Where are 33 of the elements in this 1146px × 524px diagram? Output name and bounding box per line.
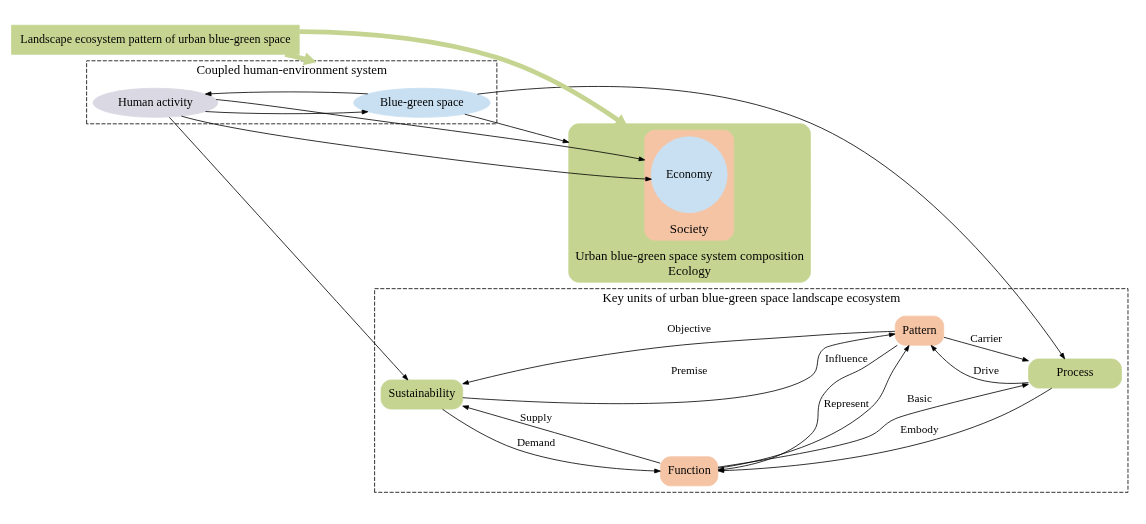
arrow xyxy=(943,336,1029,362)
arrow xyxy=(464,113,570,144)
node-box: Landscape ecosystem pattern of urban blue-green space xyxy=(11,24,300,55)
edge-label: Objective xyxy=(667,322,712,335)
arrow xyxy=(181,115,652,182)
arrow xyxy=(717,383,1029,468)
edge-label: Carrier xyxy=(970,332,1003,345)
node-circle: Economy xyxy=(650,136,728,214)
arrow xyxy=(205,109,369,115)
edge-label: Supply xyxy=(520,410,553,423)
node-box: Sustainability xyxy=(380,379,464,410)
edge-label: Embody xyxy=(900,423,939,436)
arrow xyxy=(442,408,661,474)
arrow xyxy=(215,99,646,162)
node-box: Pattern xyxy=(894,315,945,346)
arrow xyxy=(284,52,317,66)
node-box: Function xyxy=(660,456,719,487)
edge-label: Premise xyxy=(670,363,708,376)
arrow xyxy=(205,91,369,97)
node-box: Process xyxy=(1028,358,1122,389)
arrow xyxy=(462,332,896,405)
edge-label: Demand xyxy=(516,436,556,449)
node-ellipse: Human activity xyxy=(92,87,219,118)
edge-label: Drive xyxy=(973,363,1000,376)
arrow xyxy=(299,29,628,127)
arrow xyxy=(168,116,409,381)
arrow xyxy=(462,330,896,385)
edge-label: Represent xyxy=(823,396,869,409)
arrow xyxy=(462,405,661,464)
edge-label: Influence xyxy=(825,351,868,364)
arrow xyxy=(930,345,1029,384)
edge-label: Basic xyxy=(906,391,933,404)
arrow xyxy=(476,86,1066,360)
